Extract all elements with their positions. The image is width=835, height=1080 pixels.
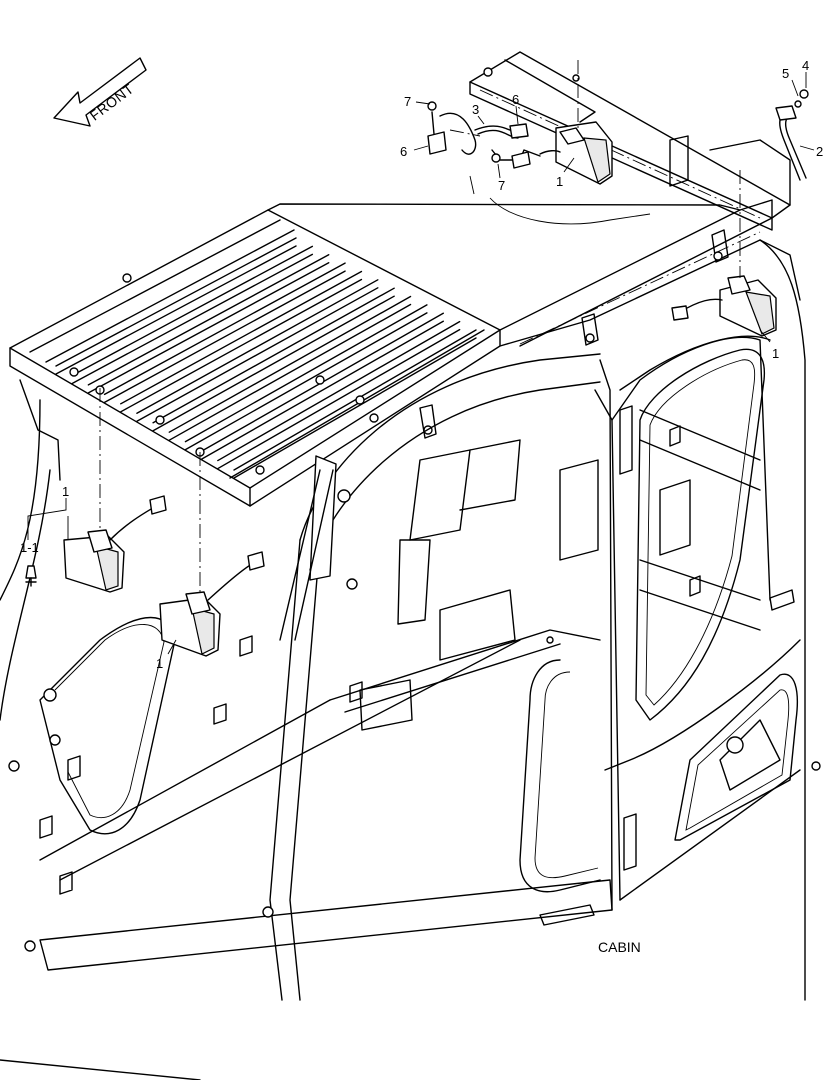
roof-slat bbox=[184, 304, 428, 451]
callout-1: 1 bbox=[556, 174, 563, 189]
roof-bolt bbox=[255, 465, 265, 475]
roof-slat bbox=[87, 254, 330, 394]
leader-lines bbox=[99, 60, 741, 594]
callout-5: 5 bbox=[782, 66, 789, 81]
callout-7: 7 bbox=[498, 178, 505, 193]
callout-1: 1 bbox=[772, 346, 779, 361]
roof-slat bbox=[103, 262, 346, 404]
front-direction-arrow: FRONT bbox=[53, 57, 147, 127]
roof-slat bbox=[71, 245, 314, 385]
callout-2: 2 bbox=[816, 144, 823, 159]
callout-6: 6 bbox=[400, 144, 407, 159]
front-label: FRONT bbox=[87, 80, 137, 123]
rear-roof-frame bbox=[469, 51, 791, 231]
callout-labels: 7 3 6 6 7 1 5 4 2 1 1 1-1 1 bbox=[20, 58, 823, 671]
roof-slat bbox=[136, 279, 379, 422]
cabin-body bbox=[0, 239, 821, 1080]
callout-1: 1 bbox=[156, 656, 163, 671]
callout-7: 7 bbox=[404, 94, 411, 109]
roof-slat bbox=[152, 287, 395, 432]
wiring-harnesses bbox=[439, 105, 807, 225]
roof-bolt bbox=[315, 375, 325, 385]
roof-guard-slats bbox=[55, 237, 477, 479]
callout-6: 6 bbox=[512, 92, 519, 107]
roof-slat bbox=[120, 270, 363, 413]
work-light-front-left bbox=[63, 495, 167, 593]
roof-bolt bbox=[155, 415, 165, 425]
roof-bolt bbox=[355, 395, 365, 405]
bulb-icon bbox=[25, 565, 37, 587]
roof-slat bbox=[55, 237, 297, 375]
work-light-top-rear bbox=[539, 121, 613, 185]
work-light-front-center bbox=[159, 551, 265, 657]
roof-slat bbox=[233, 329, 477, 479]
diagram-caption: CABIN bbox=[598, 939, 641, 955]
callout-4: 4 bbox=[802, 58, 809, 73]
work-light-right bbox=[671, 275, 777, 337]
roof-bolt bbox=[69, 367, 79, 377]
callout-1-1: 1-1 bbox=[20, 540, 39, 555]
callout-leaders bbox=[27, 72, 815, 655]
roof-slat bbox=[168, 295, 412, 441]
roof-guard bbox=[9, 199, 773, 507]
callout-1: 1 bbox=[62, 484, 69, 499]
callout-3: 3 bbox=[472, 102, 479, 117]
roof-slat bbox=[217, 320, 461, 470]
